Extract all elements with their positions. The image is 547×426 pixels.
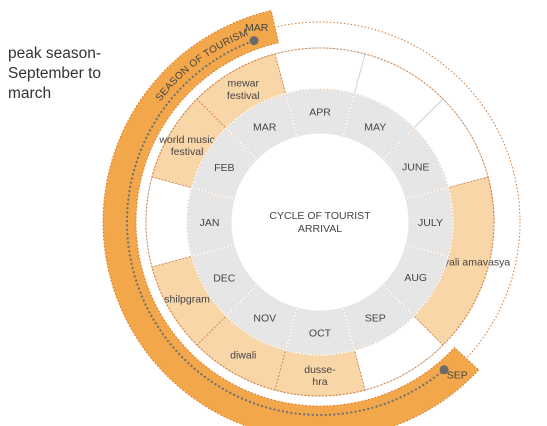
month-ring-layer: JAN FEB MAR APR MAY JUNE JULY AUG SEP OCT NOV DEC <box>186 88 454 356</box>
season-end-label: MAR <box>245 22 269 34</box>
festival-label: dusse-hra <box>304 364 336 388</box>
peak-season-note-line: march <box>8 85 52 102</box>
season-end-dot <box>249 36 259 46</box>
outer-ring-border <box>119 21 521 423</box>
season-start-label: SEP <box>447 369 468 381</box>
festival-slot-divider <box>274 47 366 95</box>
center-circle <box>231 133 409 311</box>
outer-ring-layer <box>119 21 521 423</box>
peak-season-note: peak season- September to march <box>8 44 148 104</box>
month-label: FEB <box>214 162 234 174</box>
festival-slot-divider <box>145 176 193 268</box>
month-label: NOV <box>253 313 276 325</box>
season-band <box>102 9 480 426</box>
month-label: OCT <box>309 328 332 340</box>
month-label: MAY <box>364 121 386 133</box>
season-start-dot <box>439 365 449 375</box>
month-label: MAR <box>253 121 277 133</box>
festival-label: diwali <box>230 350 256 362</box>
month-label: DEC <box>213 272 236 284</box>
peak-season-note-line: September to <box>8 65 102 82</box>
month-label: JUNE <box>402 162 429 174</box>
season-path-dots <box>125 39 446 417</box>
month-label: SEP <box>365 313 386 325</box>
month-label: APR <box>309 107 331 119</box>
month-label: AUG <box>404 272 427 284</box>
month-label: JAN <box>200 217 220 229</box>
season-band-layer <box>102 9 480 426</box>
peak-season-note-line: peak season- <box>8 45 102 62</box>
month-label: JULY <box>418 217 443 229</box>
festival-ring-border <box>145 47 495 397</box>
festival-label: shilpgram <box>164 293 210 305</box>
